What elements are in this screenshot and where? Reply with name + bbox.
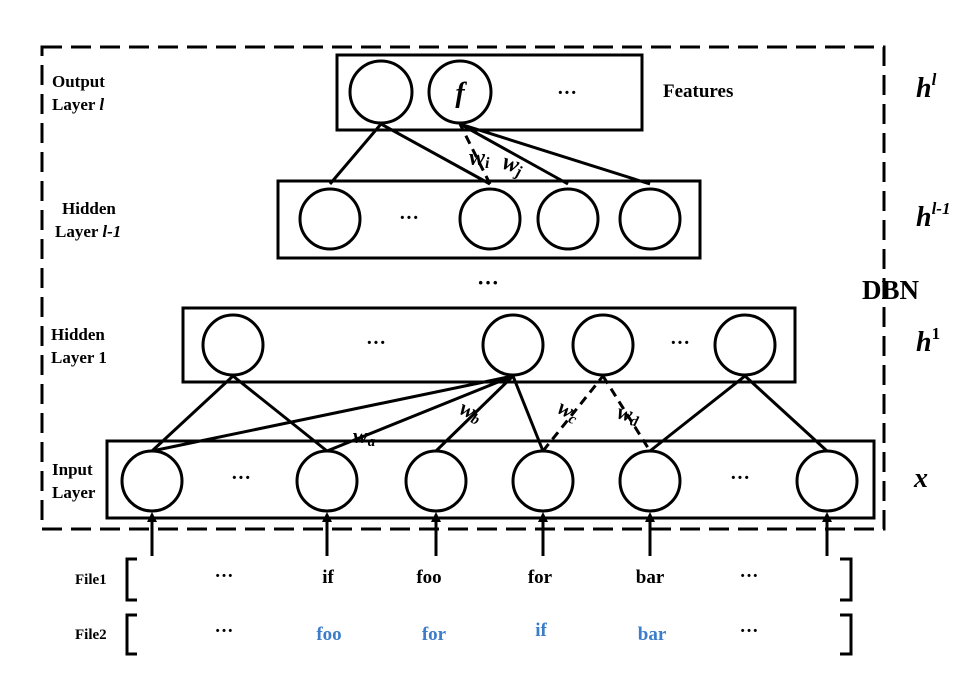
weight-wj-label: wj: [499, 149, 527, 181]
file2-token-3: for: [422, 624, 447, 645]
h-1-label: h1: [916, 324, 940, 358]
file2-left-bracket: [125, 613, 137, 656]
input-node-2: [295, 449, 359, 513]
hidden-l-1-node-1: [298, 187, 362, 251]
weight-wb-label: wb: [455, 395, 487, 429]
input-node-5: [618, 449, 682, 513]
between-layers-ellipsis: ···: [477, 270, 499, 295]
output-node-f-label: f: [455, 78, 467, 109]
weight-wc-label: wc: [553, 394, 585, 428]
dbn-frame: [40, 45, 886, 531]
input-node-1: [120, 449, 184, 513]
file1-token-5: bar: [636, 567, 665, 588]
file1-row: File1 ··· if foo for bar ···: [75, 557, 853, 602]
weight-wd-label: wd: [614, 399, 643, 431]
output-node-f: [427, 59, 493, 125]
file2-name: File2: [75, 627, 107, 643]
hidden-1-node-2: [481, 313, 545, 377]
file2-token-2: foo: [316, 624, 341, 645]
hidden-1-ellipsis-2: ···: [670, 332, 690, 354]
file2-row: File2 ··· foo for if bar ···: [75, 613, 853, 656]
edges-hidden1-input: [150, 374, 829, 453]
file1-token-2: if: [322, 567, 334, 588]
file2-token-4: if: [535, 620, 547, 641]
file1-right-bracket: [840, 557, 853, 602]
output-node-1: [348, 59, 414, 125]
file1-token-4: for: [528, 567, 553, 588]
h-l-1-label: hl-1: [916, 199, 950, 233]
features-label: Features: [663, 81, 733, 102]
output-layer-box: [335, 53, 644, 132]
weight-wi-label: wi: [469, 145, 490, 172]
hidden-1-node-1: [201, 313, 265, 377]
input-node-6: [795, 449, 859, 513]
input-arrows: [147, 512, 832, 556]
file1-token-6: ···: [739, 566, 758, 587]
file2-right-bracket: [840, 613, 853, 656]
input-layer-box: [105, 439, 876, 520]
input-node-3: [404, 449, 468, 513]
hidden-l-1-node-2: [458, 187, 522, 251]
file2-token-5: bar: [638, 624, 667, 645]
input-ellipsis-1: ···: [231, 467, 251, 489]
file1-name: File1: [75, 572, 107, 588]
dbn-label: DBN: [862, 275, 920, 305]
output-ellipsis: ···: [557, 82, 577, 104]
file2-token-1: ···: [214, 621, 233, 642]
file2-token-6: ···: [739, 621, 758, 642]
hidden-l-1-node-3: [536, 187, 600, 251]
x-label: x: [913, 463, 928, 494]
file1-token-1: ···: [214, 566, 233, 587]
hidden-1-node-4: [713, 313, 777, 377]
input-ellipsis-2: ···: [730, 467, 750, 489]
input-node-4: [511, 449, 575, 513]
weight-wa-label: wa: [353, 423, 376, 450]
h-l-label: hl: [916, 70, 937, 104]
file1-left-bracket: [125, 557, 137, 602]
edges-output-hidden: [328, 122, 651, 186]
hidden-l-1-ellipsis: ···: [399, 207, 419, 229]
hidden-1-ellipsis-1: ···: [366, 332, 386, 354]
hidden-l-1-node-4: [618, 187, 682, 251]
file1-token-3: foo: [416, 567, 441, 588]
hidden-1-node-3: [571, 313, 635, 377]
